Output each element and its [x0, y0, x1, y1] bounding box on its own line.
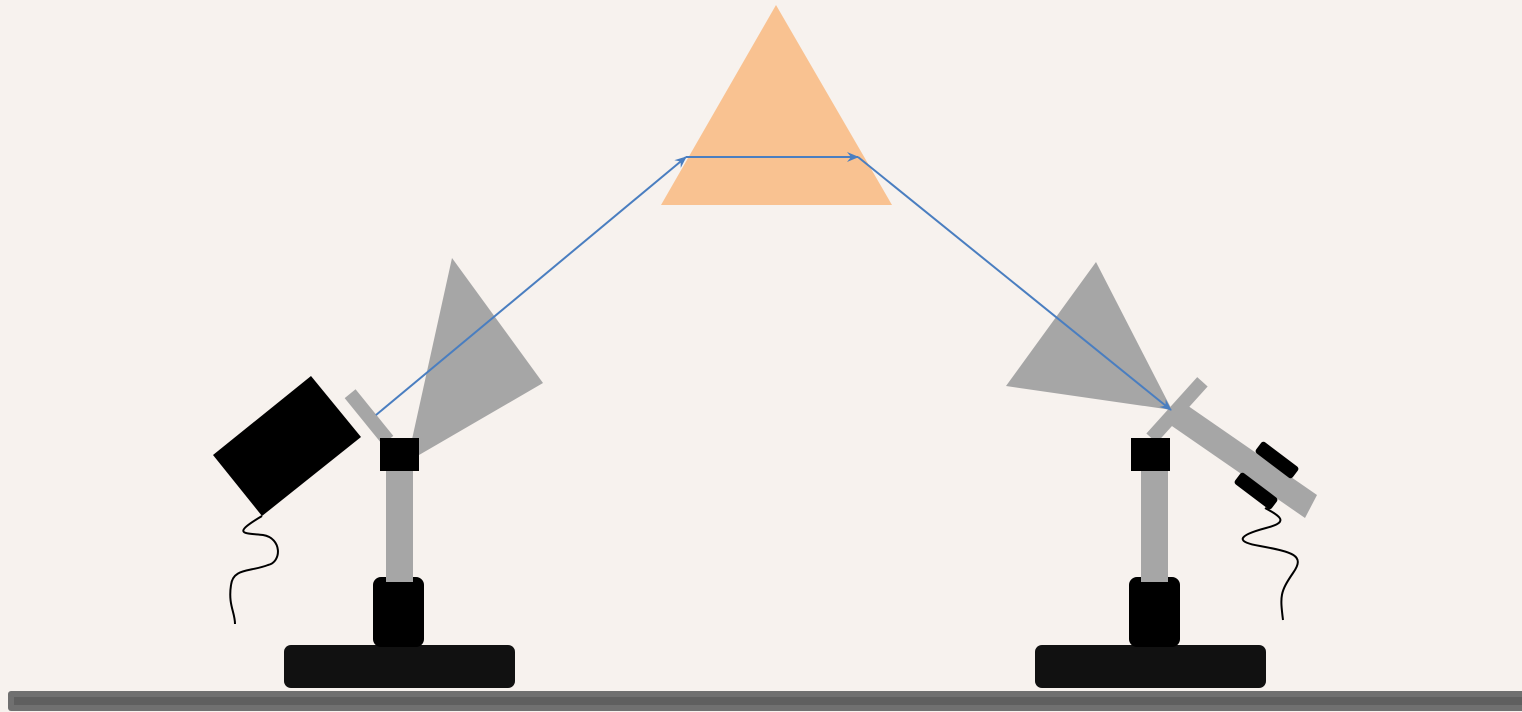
transmitter-stand-base: [284, 645, 515, 688]
transmitter-bracket: [344, 389, 394, 445]
receiver-cable: [1241, 507, 1299, 621]
transmitter-clamp: [380, 438, 419, 471]
emergent-ray: [857, 156, 1172, 411]
receiver-clamp: [1131, 438, 1170, 471]
receiver-arm: [1169, 401, 1317, 518]
receiver-stand-foot: [1129, 577, 1180, 647]
receiver-detector-upper: [1255, 441, 1299, 479]
table-rail: [8, 691, 1522, 711]
ray: [375, 152, 1172, 416]
incident-ray: [375, 156, 687, 416]
receiver-detector-lower: [1234, 472, 1278, 510]
receiver-stand-pole: [1141, 465, 1168, 582]
transmitter-cable: [229, 515, 279, 625]
transmitter-stand-pole: [386, 465, 413, 582]
transmitter-horn: [407, 258, 543, 462]
transmitter-box: [213, 376, 361, 516]
receiver-stand: [1006, 262, 1317, 688]
transmitter-stand-foot: [373, 577, 424, 647]
receiver-stand-base: [1035, 645, 1266, 688]
receiver-horn: [1006, 262, 1172, 410]
prism: [661, 5, 892, 205]
transmitter-stand: [213, 258, 543, 688]
